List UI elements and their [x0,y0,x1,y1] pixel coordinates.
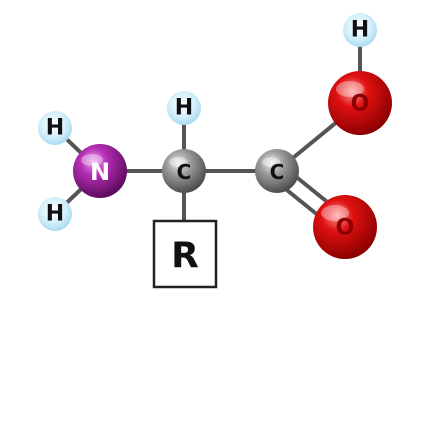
svg-text:O: O [351,92,370,117]
svg-text:H: H [46,202,64,227]
svg-text:C: C [177,160,192,184]
atom-oxygen-hydroxyl: O [328,71,392,135]
svg-text:O: O [336,216,355,241]
side-chain-r-group: R [152,219,218,289]
bonds [53,28,362,235]
atom-hydrogen-n-bottom: H [38,197,72,231]
svg-text:N: N [90,158,110,186]
side-chain-box [152,219,218,289]
atom-hydrogen-n-top: H [38,111,72,145]
svg-text:H: H [351,18,369,43]
atom-hydrogen-hydroxyl: H [343,13,377,47]
svg-text:H: H [175,96,193,121]
atom-nitrogen: N [73,144,127,198]
svg-text:C: C [270,160,285,184]
svg-text:H: H [46,116,64,141]
atom-carbon-alpha: C [162,149,206,193]
atom-hydrogen-alpha: H [167,91,201,125]
atom-oxygen-carbonyl: O [313,195,377,259]
side-chain-label: R [171,236,199,277]
atom-carbon-carboxyl: C [255,149,299,193]
